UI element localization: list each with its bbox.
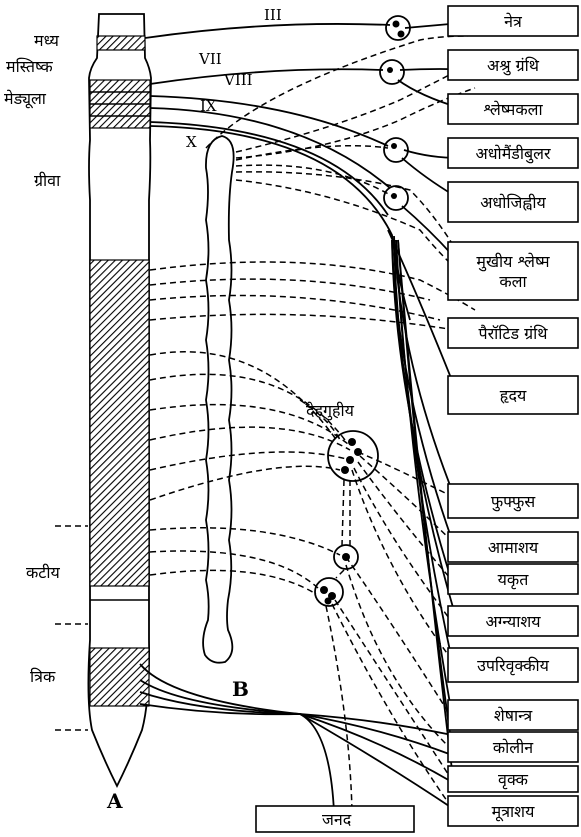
organ-label: अधोजिह्वीय	[480, 193, 546, 212]
organ-label: मूत्राशय	[492, 802, 535, 822]
organ-labels: नेत्र अश्रु ग्रंथि श्लेष्मकला अधोमैंडीबुलर अ…	[448, 6, 578, 826]
nerve-label-viii: VIII	[223, 71, 253, 89]
organ-label: मुखीय श्लेष्म	[476, 252, 550, 272]
organ-label: आमाशय	[488, 538, 539, 557]
organ-box	[448, 242, 578, 300]
organ-label: अश्रु ग्रंथि	[487, 56, 540, 76]
organ-label: हृदय	[500, 386, 527, 405]
midbrain-label-line1: मध्य	[34, 31, 60, 50]
organ-label: कला	[499, 272, 527, 291]
cervical-label: ग्रीवा	[34, 171, 61, 190]
medulla-label: मेड्यूला	[4, 89, 47, 109]
organ-item: यकृत	[448, 564, 578, 594]
organ-item: अधोमैंडीबुलर	[448, 138, 578, 168]
organ-item: नेत्र	[448, 6, 578, 36]
organ-item: पैरॉटिड ग्रंथि	[448, 318, 578, 348]
organ-item: उपरिवृक्कीय	[448, 648, 578, 682]
organ-label: शेषान्त्र	[494, 706, 533, 725]
nerve-label-vii: VII	[198, 50, 222, 68]
organ-item: अधोजिह्वीय	[448, 182, 578, 222]
organ-label: अग्न्याशय	[485, 612, 541, 631]
organ-label: फुफ्फुस	[491, 492, 537, 512]
chain-label-b: B	[232, 677, 249, 701]
organ-label: अधोमैंडीबुलर	[475, 144, 550, 164]
chain-label-a: A	[106, 789, 123, 813]
organ-item: कोलीन	[448, 732, 578, 762]
lumbar-label: कटीय	[26, 563, 60, 582]
nerve-label-ix: IX	[200, 97, 217, 115]
organ-label: श्लेष्मकला	[483, 100, 543, 119]
nerve-label-x: X	[186, 133, 197, 151]
organ-label: यकृत	[498, 570, 530, 590]
organ-label: नेत्र	[504, 12, 523, 31]
organ-label: पैरॉटिड ग्रंथि	[478, 324, 548, 343]
organ-item: शेषान्त्र	[448, 700, 578, 730]
sacral-label: त्रिक	[30, 667, 56, 686]
organ-item: मुखीय श्लेष्मकला	[448, 242, 578, 300]
gonad-label: जनद	[322, 810, 352, 829]
organ-item: अश्रु ग्रंथि	[448, 50, 578, 80]
organ-item: फुफ्फुस	[448, 484, 578, 518]
organ-item: मूत्राशय	[448, 796, 578, 826]
midbrain-segment	[97, 36, 145, 50]
thoracolumbar-segments	[90, 260, 149, 586]
organ-item: वृक्क	[448, 766, 578, 792]
cord-segments	[90, 36, 150, 706]
organ-item: हृदय	[448, 376, 578, 414]
organ-item: श्लेष्मकला	[448, 94, 578, 124]
organ-label: वृक्क	[498, 770, 529, 790]
ganglion-label: देहगुहीय	[306, 401, 355, 421]
organ-label: उपरिवृक्कीय	[477, 656, 550, 676]
nerve-label-iii: III	[264, 6, 282, 24]
midbrain-label-line2: मस्तिष्क	[6, 57, 53, 76]
organ-item: आमाशय	[448, 532, 578, 562]
sympathetic-chain-outline	[203, 136, 234, 663]
organ-item: अग्न्याशय	[448, 606, 578, 636]
organ-label: कोलीन	[493, 738, 534, 757]
sacral-segments	[90, 648, 149, 706]
